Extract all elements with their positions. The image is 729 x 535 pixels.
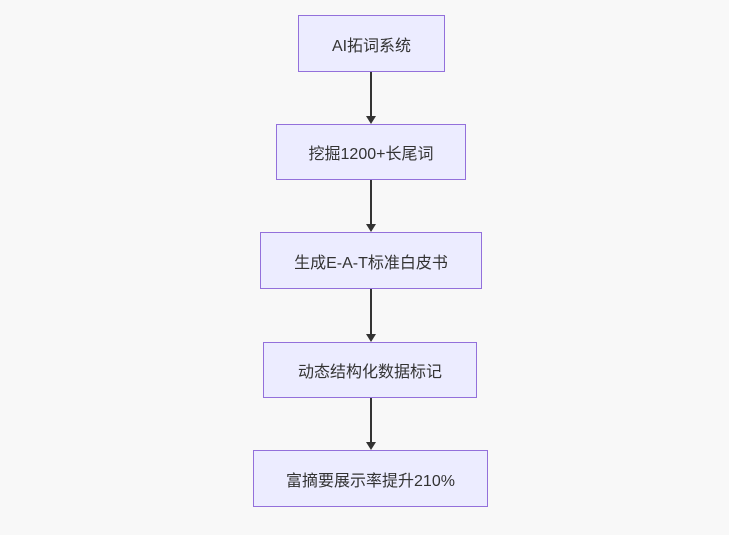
flow-node-structured-data: 动态结构化数据标记 bbox=[263, 342, 477, 398]
arrow-line bbox=[370, 72, 372, 118]
flow-node-label: 生成E-A-T标准白皮书 bbox=[294, 254, 448, 272]
flow-arrow-2-3 bbox=[365, 180, 377, 232]
flow-node-label: 动态结构化数据标记 bbox=[297, 364, 442, 381]
flow-arrow-3-4 bbox=[365, 289, 377, 342]
flow-node-label: 挖掘1200+长尾词 bbox=[308, 146, 434, 163]
arrow-head-down-icon bbox=[366, 442, 376, 450]
flow-node-rich-snippet-result: 富摘要展示率提升210% bbox=[253, 450, 488, 507]
arrow-line bbox=[370, 180, 372, 226]
flow-node-eat-whitepaper: 生成E-A-T标准白皮书 bbox=[260, 232, 482, 289]
flow-arrow-4-5 bbox=[365, 398, 377, 450]
flow-node-label: 富摘要展示率提升210% bbox=[286, 472, 455, 490]
arrow-line bbox=[370, 289, 372, 336]
arrow-head-down-icon bbox=[366, 334, 376, 342]
arrow-head-down-icon bbox=[366, 116, 376, 124]
flow-node-ai-word-system: AI拓词系统 bbox=[298, 15, 445, 72]
arrow-head-down-icon bbox=[366, 224, 376, 232]
arrow-line bbox=[370, 398, 372, 444]
flow-arrow-1-2 bbox=[365, 72, 377, 124]
flow-node-label: AI拓词系统 bbox=[331, 37, 412, 55]
flow-node-longtail-mining: 挖掘1200+长尾词 bbox=[276, 124, 466, 180]
